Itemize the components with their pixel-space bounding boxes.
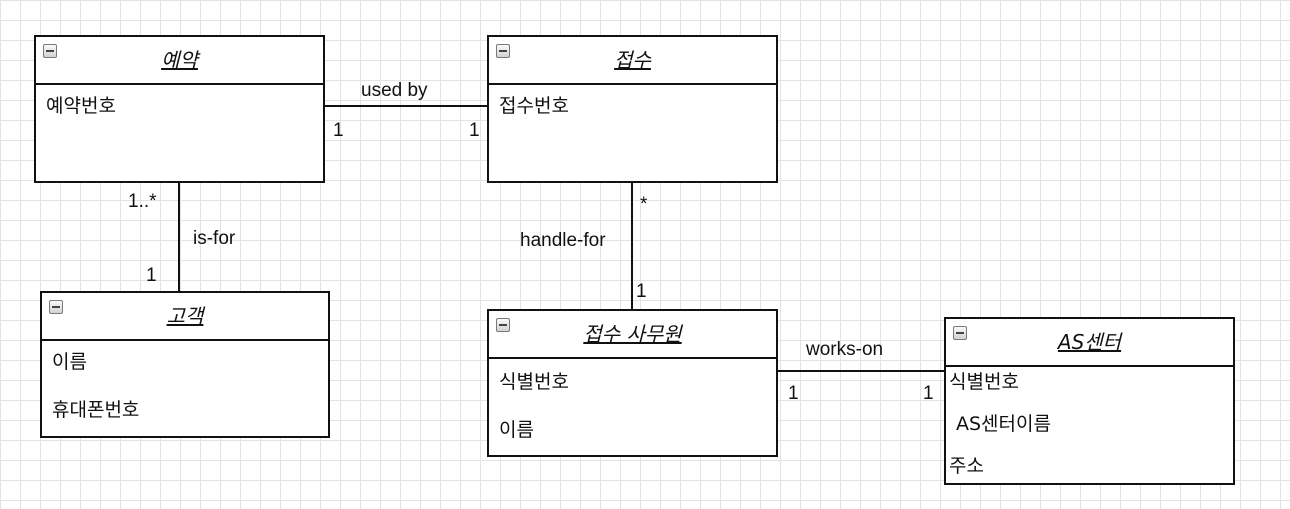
attribute: 이름 (52, 351, 87, 373)
class-clerk-title: 접수 사무원 (583, 322, 682, 346)
class-customer-header: 고객 (42, 293, 328, 341)
collapse-icon[interactable] (496, 44, 510, 58)
multiplicity-clerk-works-on: 1 (788, 383, 799, 404)
attribute: 예약번호 (46, 95, 116, 117)
collapse-icon[interactable] (496, 318, 510, 332)
attribute: AS센터이름 (956, 413, 1051, 435)
multiplicity-reception-handle-for: * (640, 194, 648, 215)
attribute: 주소 (949, 455, 984, 477)
collapse-icon[interactable] (43, 44, 57, 58)
class-as-center-title: AS센터 (1057, 330, 1122, 354)
association-name-used-by: used by (361, 80, 428, 101)
multiplicity-customer-is-for: 1 (146, 265, 157, 286)
attribute: 식별번호 (949, 371, 1019, 393)
class-as-center[interactable]: AS센터 식별번호 AS센터이름 주소 (944, 317, 1235, 485)
class-reservation[interactable]: 예약 예약번호 (34, 35, 325, 183)
multiplicity-reception-used-by: 1 (469, 120, 480, 141)
collapse-icon[interactable] (953, 326, 967, 340)
attribute: 식별번호 (499, 371, 569, 393)
class-reservation-header: 예약 (36, 37, 323, 85)
multiplicity-clerk-handle-for: 1 (636, 281, 647, 302)
association-name-handle-for: handle-for (520, 230, 606, 251)
class-customer-title: 고객 (166, 304, 204, 328)
class-reception[interactable]: 접수 접수번호 (487, 35, 778, 183)
class-clerk[interactable]: 접수 사무원 식별번호 이름 (487, 309, 778, 457)
collapse-icon[interactable] (49, 300, 63, 314)
class-clerk-header: 접수 사무원 (489, 311, 776, 359)
association-name-works-on: works-on (806, 339, 884, 360)
multiplicity-reservation-is-for: 1..* (128, 191, 157, 212)
class-reception-title: 접수 (614, 48, 651, 72)
class-customer[interactable]: 고객 이름 휴대폰번호 (40, 291, 330, 438)
class-as-center-header: AS센터 (946, 319, 1233, 367)
class-reception-header: 접수 (489, 37, 776, 85)
attribute: 이름 (499, 419, 534, 441)
multiplicity-reservation-used-by: 1 (333, 120, 344, 141)
class-reservation-title: 예약 (161, 48, 198, 72)
multiplicity-center-works-on: 1 (923, 383, 934, 404)
attribute: 휴대폰번호 (52, 399, 140, 421)
attribute: 접수번호 (499, 95, 569, 117)
association-name-is-for: is-for (193, 228, 236, 249)
